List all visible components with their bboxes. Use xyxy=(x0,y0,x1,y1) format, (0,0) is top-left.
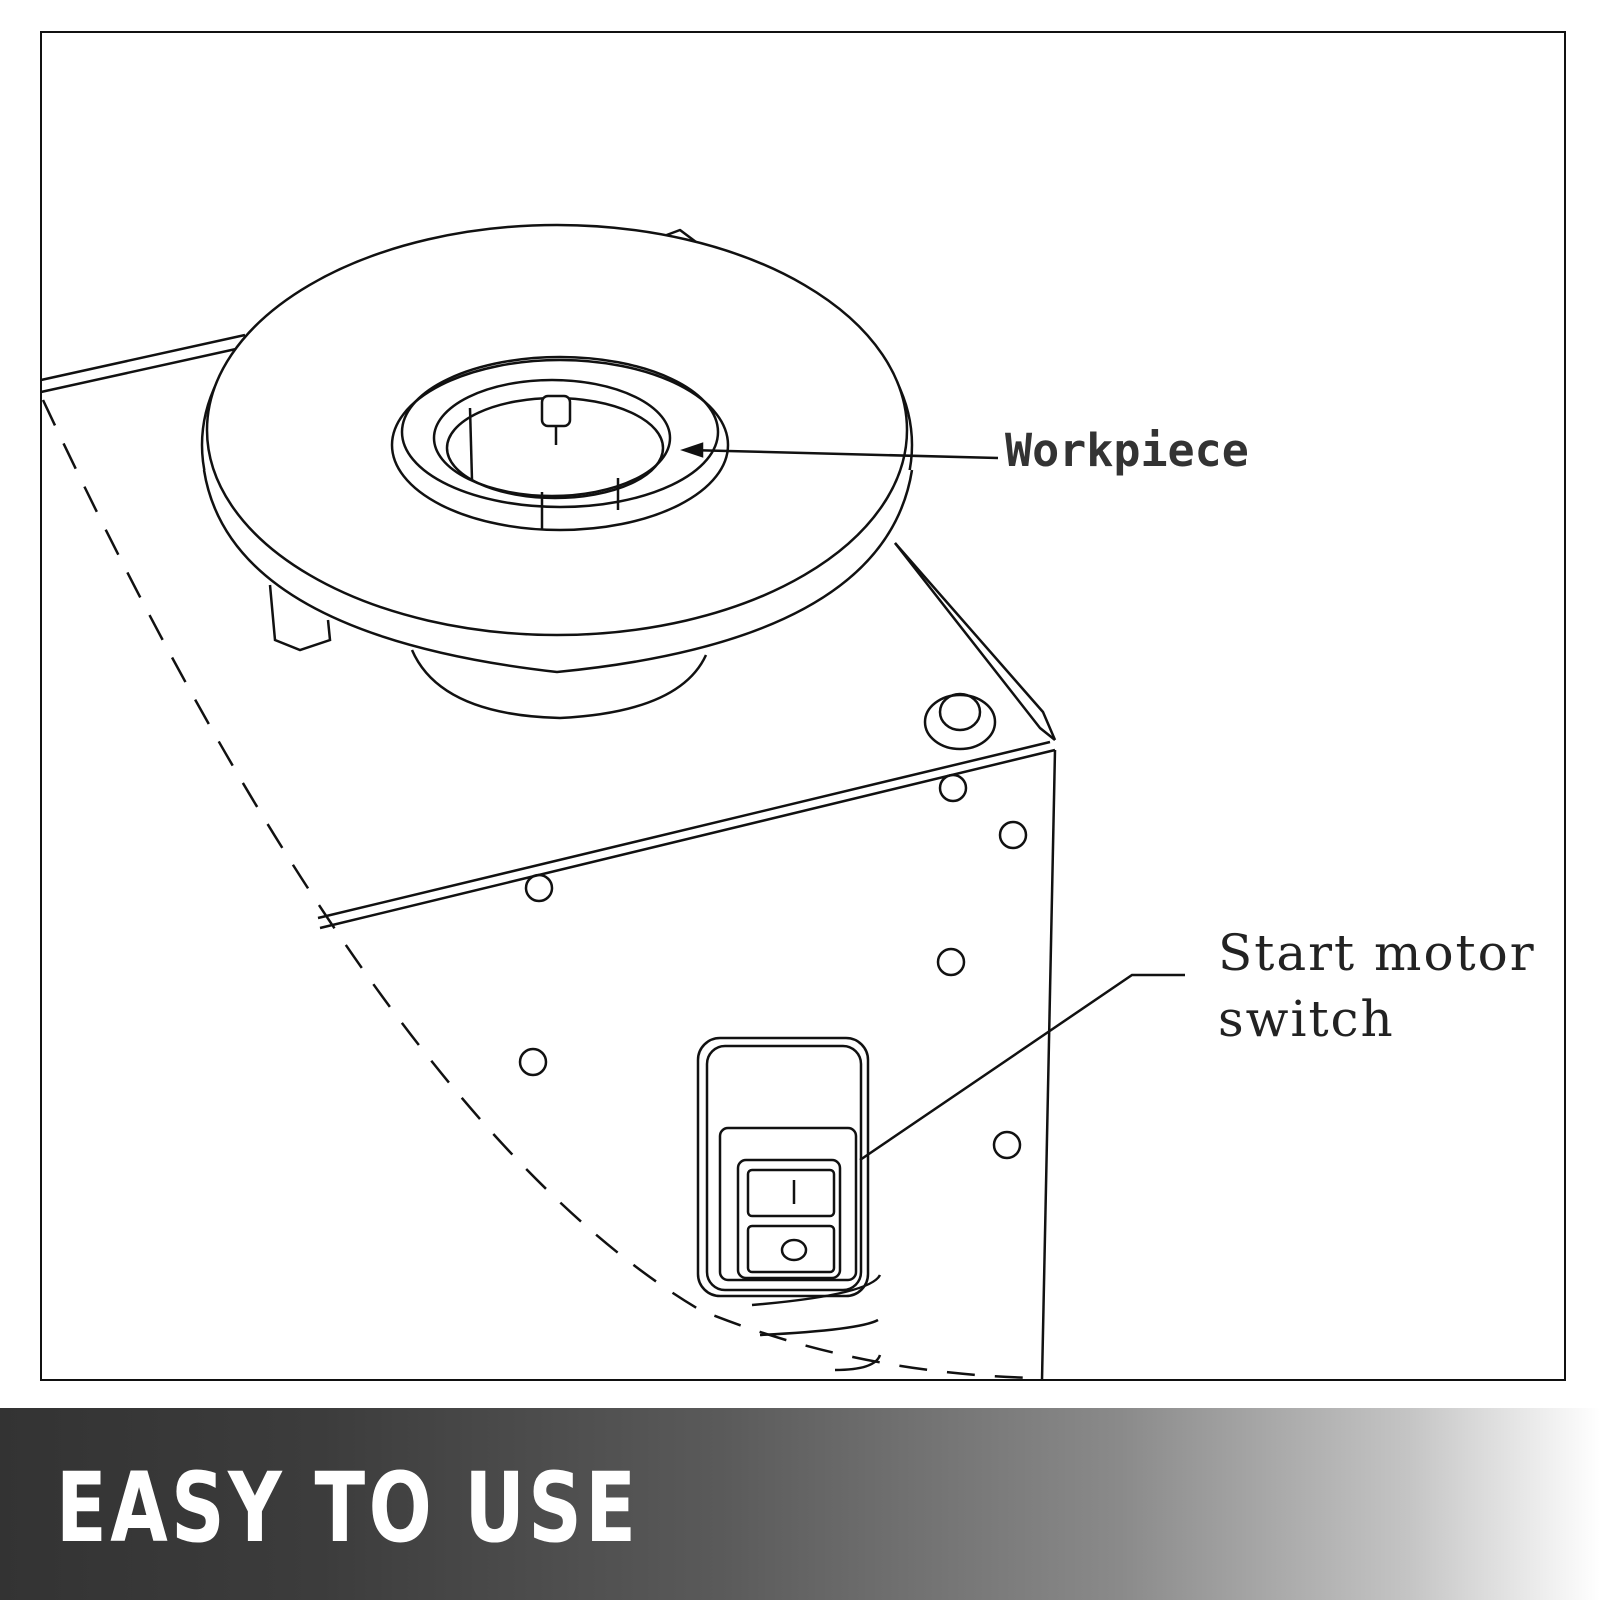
start-motor-switch-label-line2: switch xyxy=(1218,990,1395,1048)
feature-banner: EASY TO USE xyxy=(0,1408,1600,1600)
machine-housing xyxy=(40,228,1057,1381)
start-motor-switch-label-line1: Start motor xyxy=(1218,924,1536,982)
start-motor-switch xyxy=(696,1036,882,1372)
banner-title: EASY TO USE xyxy=(56,1452,640,1564)
screw-heads xyxy=(518,692,1028,1160)
workpiece-leader xyxy=(680,442,999,460)
switch-leader xyxy=(859,973,1185,1162)
start-motor-switch-label: Start motor switch xyxy=(1218,920,1536,1052)
workpiece-ring xyxy=(390,355,730,532)
workpiece-label: Workpiece xyxy=(1005,424,1249,477)
diagram-frame xyxy=(40,31,1566,1381)
